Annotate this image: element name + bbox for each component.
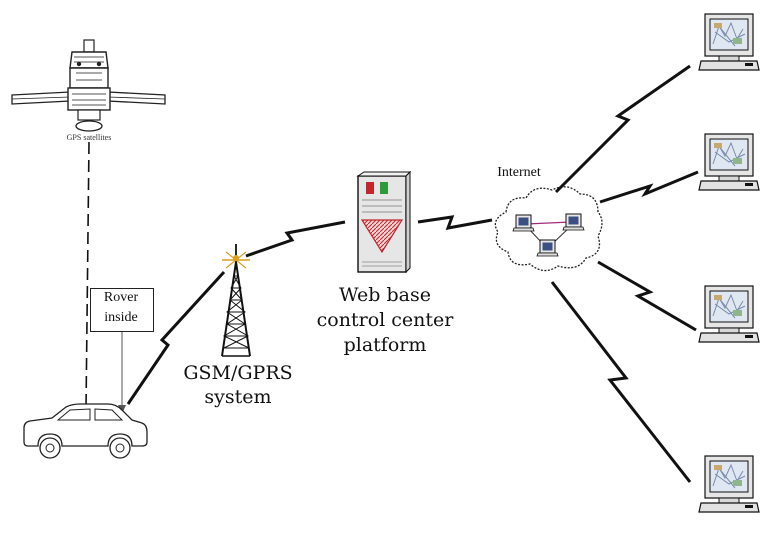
internet-pc2-link [599, 170, 699, 204]
satellite-icon [11, 39, 166, 132]
rover-label-line1: Rover [103, 290, 139, 305]
car-tower-link [126, 270, 226, 405]
satellite-label: GPS satellites [66, 133, 112, 142]
internet-label: Internet [497, 165, 541, 180]
computer-icon-3 [698, 285, 760, 343]
gsm-label-line2: system [204, 386, 272, 408]
computer-icon-4 [698, 455, 760, 513]
tower-server-link [245, 220, 346, 258]
computer-icon-2 [698, 133, 760, 191]
internet-pc1-link [554, 64, 691, 194]
internet-cloud-icon [494, 186, 603, 272]
rover-label-line2: inside [104, 310, 138, 325]
server-internet-link [417, 215, 493, 230]
car-icon [23, 403, 148, 459]
web-label-line1: Web base [339, 284, 431, 306]
internet-pc4-link [550, 281, 692, 483]
gps-signal-line [85, 141, 90, 411]
gsm-tower-icon [221, 244, 251, 357]
server-icon [356, 170, 412, 274]
computer-icon-1 [698, 13, 760, 71]
internet-pc3-link [597, 260, 697, 332]
rover-box [90, 288, 154, 332]
web-label-line3: platform [343, 334, 427, 356]
gsm-label-line1: GSM/GPRS [183, 362, 293, 384]
web-label-line2: control center [316, 309, 454, 331]
